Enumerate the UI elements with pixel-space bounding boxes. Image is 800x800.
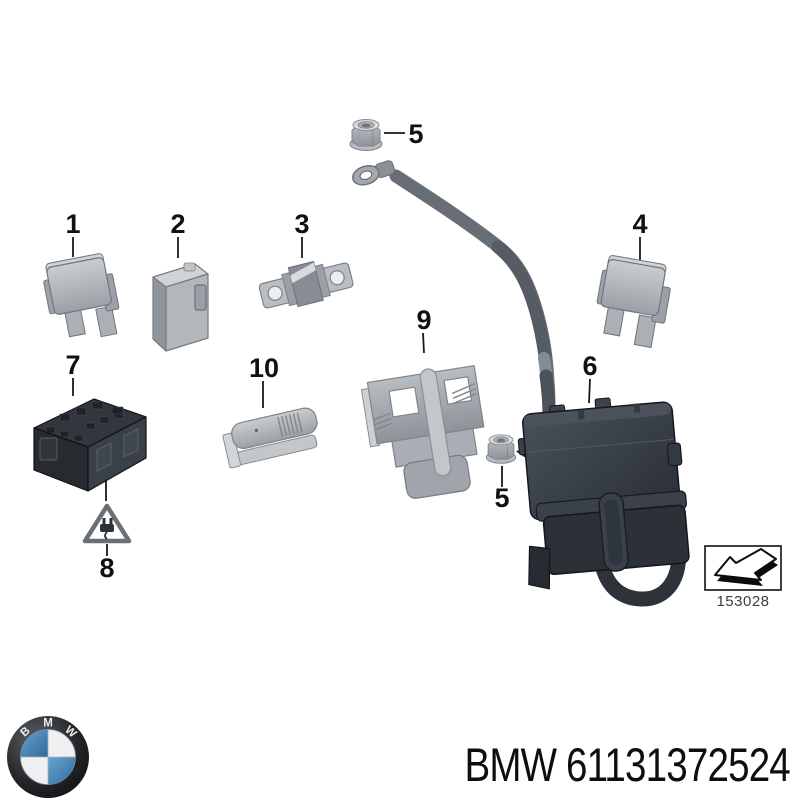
part-2-fuse-cartridge (152, 262, 209, 352)
callout-7: 7 (65, 350, 80, 380)
logo-letter-m: M (43, 718, 53, 730)
callout-10: 10 (249, 353, 279, 383)
callout-4: 4 (632, 209, 647, 239)
plug-icon (100, 518, 114, 540)
ring-terminal (351, 160, 396, 186)
callout-3: 3 (294, 209, 309, 239)
part-4-blade-fuse (596, 255, 671, 349)
ref-image-box: 153028 (704, 545, 782, 610)
callout-1: 1 (65, 209, 80, 239)
part-3-midi-fuse (258, 260, 354, 309)
part-9-bracket (360, 364, 485, 499)
part-7-connector-block (33, 398, 147, 492)
callout-5-bottom: 5 (494, 483, 509, 513)
nut-top (349, 119, 383, 151)
callout-6: 6 (582, 351, 597, 381)
callout-2: 2 (170, 209, 185, 239)
callout-8: 8 (99, 553, 114, 583)
callout-9: 9 (416, 305, 431, 335)
nut-bottom (485, 434, 517, 464)
callout-5-top: 5 (408, 119, 423, 149)
direction-arrow-icon (714, 548, 778, 586)
part-8-warning-triangle (82, 503, 132, 544)
part-6-distribution-box (517, 397, 690, 590)
part-number: 61131372524 (566, 738, 791, 791)
ref-image-code: 153028 (716, 593, 769, 610)
part-10-fuse-puller (222, 407, 318, 469)
bmw-logo: B M W (4, 714, 92, 800)
brand-name: BMW (464, 738, 558, 791)
part-1-blade-fuse (43, 253, 120, 338)
